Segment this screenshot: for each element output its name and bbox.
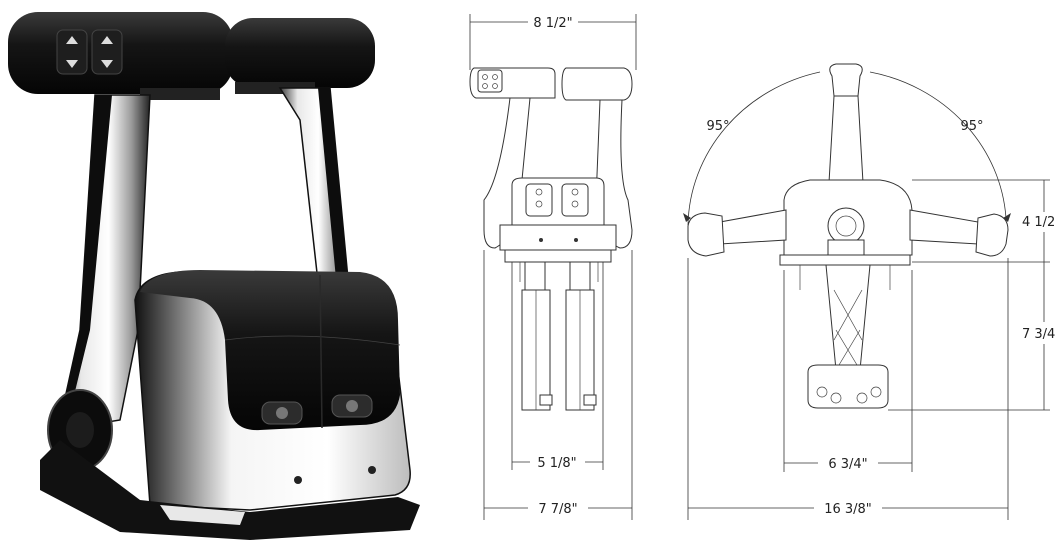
right-handle-grip [225, 18, 375, 88]
side-base-width-label: 6 3/4" [828, 457, 867, 472]
height-lower-label: 7 3/4 [1022, 327, 1055, 342]
side-view-drawing: 95° 95° 4 1/2 7 3/4 [683, 63, 1055, 520]
trim-arrows-icon [66, 36, 78, 68]
angle-left-label: 95° [706, 119, 729, 134]
side-total-width-label: 16 3/8" [824, 502, 872, 517]
control-housing [134, 270, 411, 511]
left-handle-grip [8, 12, 233, 94]
front-top-width-label: 8 1/2" [533, 16, 572, 31]
front-inner-width-label: 5 1/8" [537, 456, 576, 471]
height-upper-label: 4 1/2 [1022, 215, 1055, 230]
product-photo [8, 12, 420, 540]
front-view-drawing: 8 1/2" 5 1/8" [469, 14, 637, 520]
angle-right-label: 95° [960, 119, 983, 134]
trim-arrows-icon [101, 36, 113, 68]
base-plate [40, 440, 420, 540]
front-base-width-label: 7 7/8" [538, 502, 577, 517]
